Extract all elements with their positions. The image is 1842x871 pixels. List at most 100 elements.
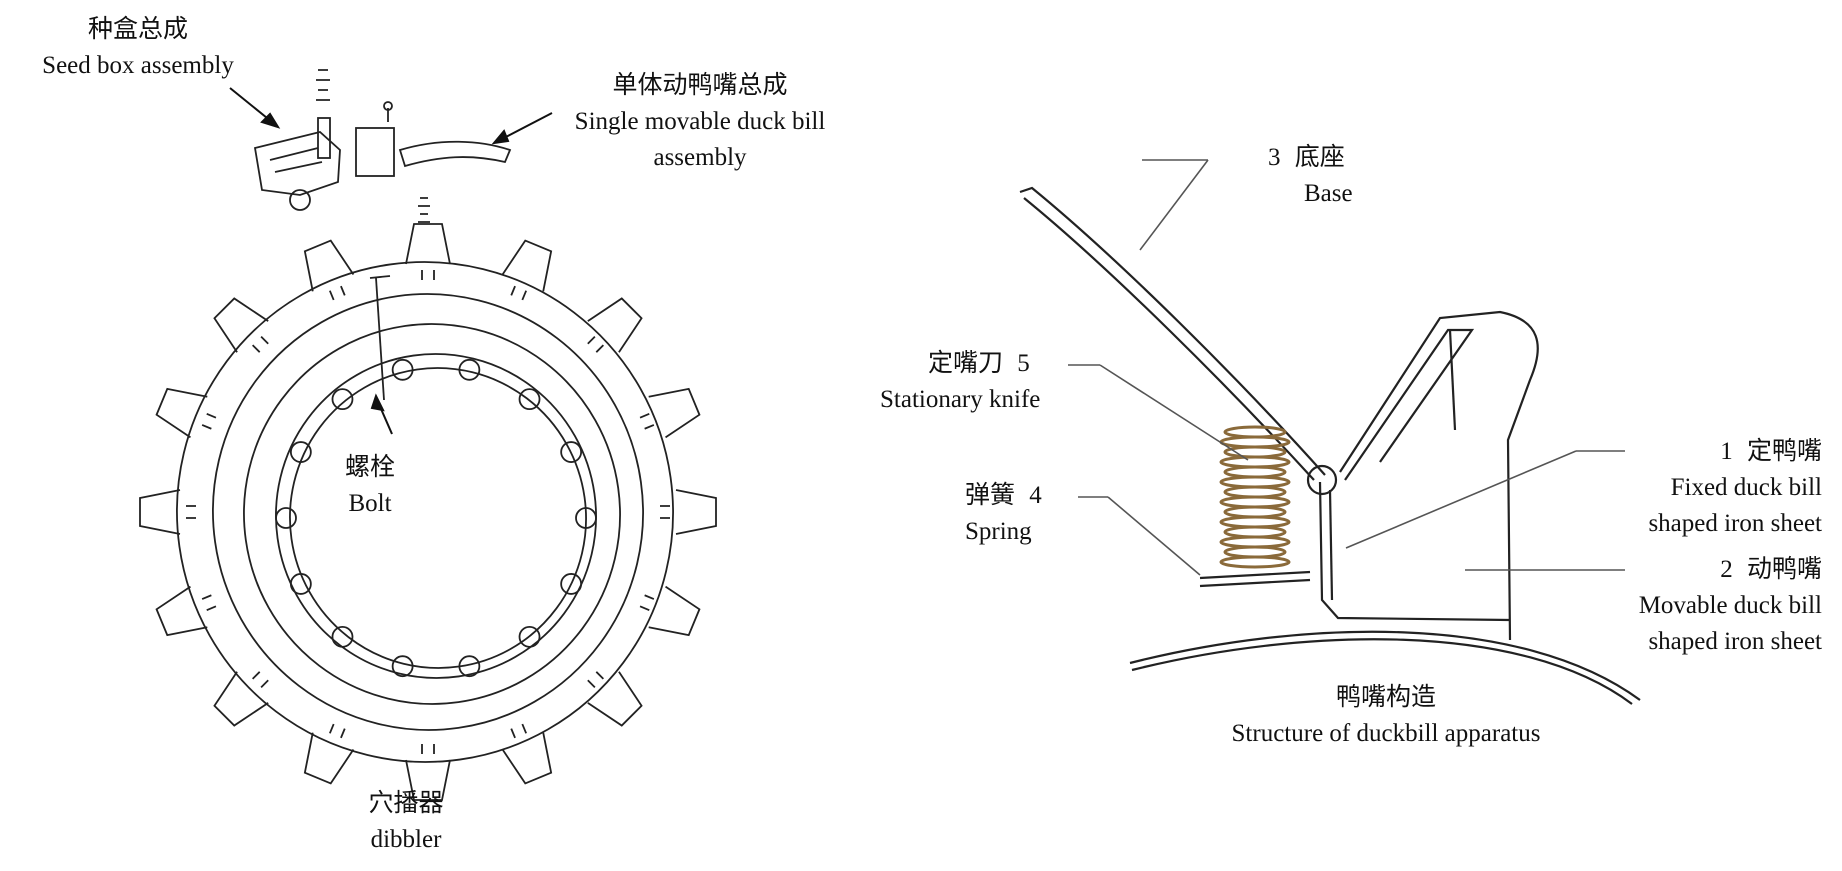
bolt-label-zh: 螺栓: [344, 454, 396, 481]
dibbler-spring: [639, 594, 655, 611]
dibbler-hole: [518, 625, 541, 648]
duckbill-caption-en: Structure of duckbill apparatus: [1231, 720, 1541, 747]
dibbler-tooth: [587, 297, 643, 353]
movable-duck-bill-label: 2 动鸭嘴 Movable duck bill shaped iron shee…: [1639, 552, 1822, 660]
dibbler-hole: [560, 441, 583, 463]
dibbler-tooth: [501, 239, 553, 292]
dibbler-hole: [391, 358, 414, 381]
spring-label-zh: 弹簧: [965, 482, 1016, 509]
dibbler-tooth: [648, 387, 701, 439]
bolt-label: 螺栓 Bolt: [345, 450, 395, 522]
dibbler-ring-2: [212, 293, 644, 731]
ground-curve: [1129, 630, 1641, 701]
dibbler-ring-3: [243, 323, 621, 705]
dibbler-caption-en: dibbler: [370, 826, 442, 853]
dibbler-tooth: [501, 732, 553, 785]
dibbler-hole: [289, 573, 312, 595]
stationary-knife-label: 定嘴刀 5 Stationary knife: [880, 346, 1040, 418]
dibbler-spring: [186, 505, 196, 519]
dibbler-hole: [331, 388, 354, 411]
fixed-duck-bill-en-1: Fixed duck bill: [1670, 474, 1822, 501]
dibbler-tooth: [405, 759, 451, 801]
dibbler-spring: [201, 413, 217, 430]
fixed-duck-bill-num: 1: [1720, 438, 1733, 465]
fixed-duck-bill-zh: 定鸭嘴: [1746, 438, 1822, 465]
dibbler-hole: [458, 358, 481, 381]
dibbler-spring: [421, 744, 435, 754]
dibbler-drawing: [139, 69, 717, 801]
dibbler-tooth: [675, 489, 717, 535]
duckbill-caption: 鸭嘴构造 Structure of duckbill apparatus: [1232, 680, 1541, 752]
dibbler-spring: [587, 671, 604, 688]
movable-duck-bill-part: [355, 101, 512, 223]
duckbill-drawing: [1019, 186, 1641, 705]
seed-box-label: 种盒总成 Seed box assembly: [42, 12, 234, 84]
base-label-en: Base: [1304, 180, 1353, 207]
fixed-duck-bill-en-2: shaped iron sheet: [1648, 510, 1822, 537]
dibbler-hole: [289, 441, 312, 463]
dibbler-hole: [560, 573, 583, 595]
seed-box-label-zh: 种盒总成: [87, 16, 189, 43]
movable-duck-bill-assembly-label: 单体动鸭嘴总成 Single movable duck bill assembl…: [575, 68, 826, 176]
spring-label-num: 4: [1029, 482, 1042, 509]
movable-duck-bill-num: 2: [1720, 556, 1733, 583]
fixed-duck-bill: [1318, 481, 1511, 622]
dibbler-inner-ring: [275, 353, 597, 679]
dibbler-spring: [252, 336, 269, 353]
spring-label: 弹簧 4 Spring: [965, 478, 1050, 550]
dibbler-tooth: [648, 585, 701, 637]
dibbler-arrows: [229, 87, 553, 435]
fixed-duck-bill-label: 1 定鸭嘴 Fixed duck bill shaped iron sheet: [1648, 434, 1822, 542]
spring-coil: [1219, 555, 1291, 569]
dibbler-spring: [329, 723, 346, 739]
dibbler-outer-ring: [176, 261, 674, 763]
movable-duck-bill-assembly-en-2: assembly: [653, 144, 747, 171]
duckbill-caption-zh: 鸭嘴构造: [1335, 684, 1436, 711]
dibbler-spring: [510, 285, 527, 301]
dibbler-tooth: [213, 671, 269, 727]
dibbler-inner-ring-2: [289, 367, 587, 669]
dibbler-spring: [421, 270, 435, 280]
dibbler-spring: [587, 336, 604, 353]
dibbler-hole: [275, 507, 297, 529]
bolt-part: [369, 275, 391, 401]
dibbler-tooth: [405, 223, 451, 265]
dibbler-hole: [331, 625, 354, 648]
spring-coils: [1219, 425, 1291, 569]
dibbler-spring: [329, 285, 346, 301]
dibbler-hole: [575, 507, 597, 529]
movable-duck-bill-en-2: shaped iron sheet: [1648, 628, 1822, 655]
movable-duck-bill-assembly-zh: 单体动鸭嘴总成: [612, 72, 788, 99]
dibbler-spring: [660, 505, 670, 519]
dibbler-tooth: [587, 671, 643, 727]
bolt-label-en: Bolt: [348, 490, 392, 517]
dibbler-tooth: [213, 297, 269, 353]
dibbler-hole: [391, 655, 414, 678]
dibbler-spring: [639, 413, 655, 430]
base-arm: [1019, 186, 1326, 476]
seed-box-label-en: Seed box assembly: [42, 52, 234, 79]
base-label: 3 底座 Base: [1260, 140, 1353, 212]
base-label-num: 3: [1268, 144, 1281, 171]
dibbler-caption: 穴播器 dibbler: [368, 786, 443, 858]
base-label-zh: 底座: [1294, 144, 1345, 171]
dibbler-tooth: [303, 732, 355, 785]
dibbler-holes: [275, 358, 597, 678]
movable-duck-bill-en-1: Movable duck bill: [1638, 592, 1822, 619]
dibbler-teeth: [139, 223, 717, 801]
dibbler-spring: [510, 723, 527, 739]
dibbler-spring: [201, 594, 217, 611]
stationary-knife-en: Stationary knife: [880, 386, 1041, 413]
duckbill-leaders: [1068, 159, 1625, 576]
spring-label-en: Spring: [965, 518, 1032, 545]
dibbler-tooth: [155, 387, 208, 439]
dibbler-tooth: [303, 239, 355, 292]
seed-box-part: [253, 69, 341, 211]
stationary-knife-zh: 定嘴刀: [928, 350, 1004, 377]
stationary-knife-num: 5: [1017, 350, 1030, 377]
dibbler-tooth: [155, 585, 208, 637]
dibbler-caption-zh: 穴播器: [368, 790, 444, 817]
dibbler-hole: [458, 655, 481, 678]
